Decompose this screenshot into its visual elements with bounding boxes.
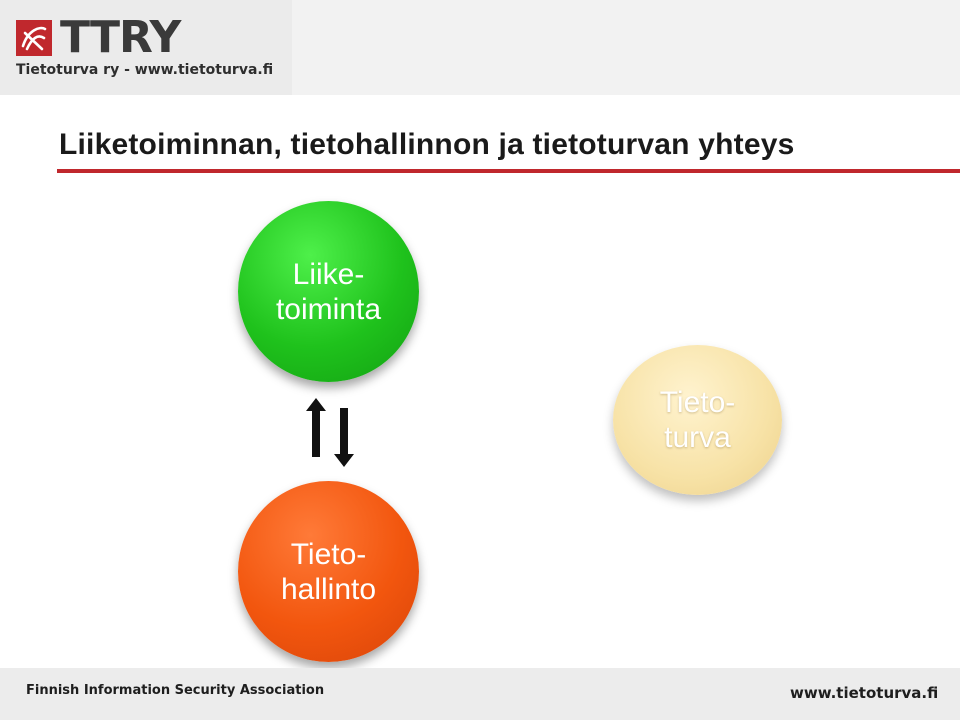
slide-title: Liiketoiminnan, tietohallinnon ja tietot… <box>59 128 795 161</box>
node-tietohallinto: Tieto- hallinto <box>238 481 419 662</box>
title-underline <box>57 169 960 173</box>
node-liiketoiminta: Liike- toiminta <box>238 201 419 382</box>
logo-wordmark: TTRY <box>60 12 181 63</box>
ttry-logo-icon <box>16 20 52 56</box>
logo-panel: TTRY Tietoturva ry - www.tietoturva.fi <box>0 0 292 95</box>
footer-band <box>0 668 960 720</box>
up-arrow <box>306 398 326 457</box>
footer-association-name: Finnish Information Security Association <box>26 683 325 698</box>
footer-website: www.tietoturva.fi <box>790 684 939 702</box>
logo-subtitle: Tietoturva ry - www.tietoturva.fi <box>16 62 274 78</box>
up-down-arrows-icon <box>306 398 354 467</box>
down-arrow <box>334 408 354 467</box>
node-tietoturva: Tieto- turva <box>613 345 782 495</box>
